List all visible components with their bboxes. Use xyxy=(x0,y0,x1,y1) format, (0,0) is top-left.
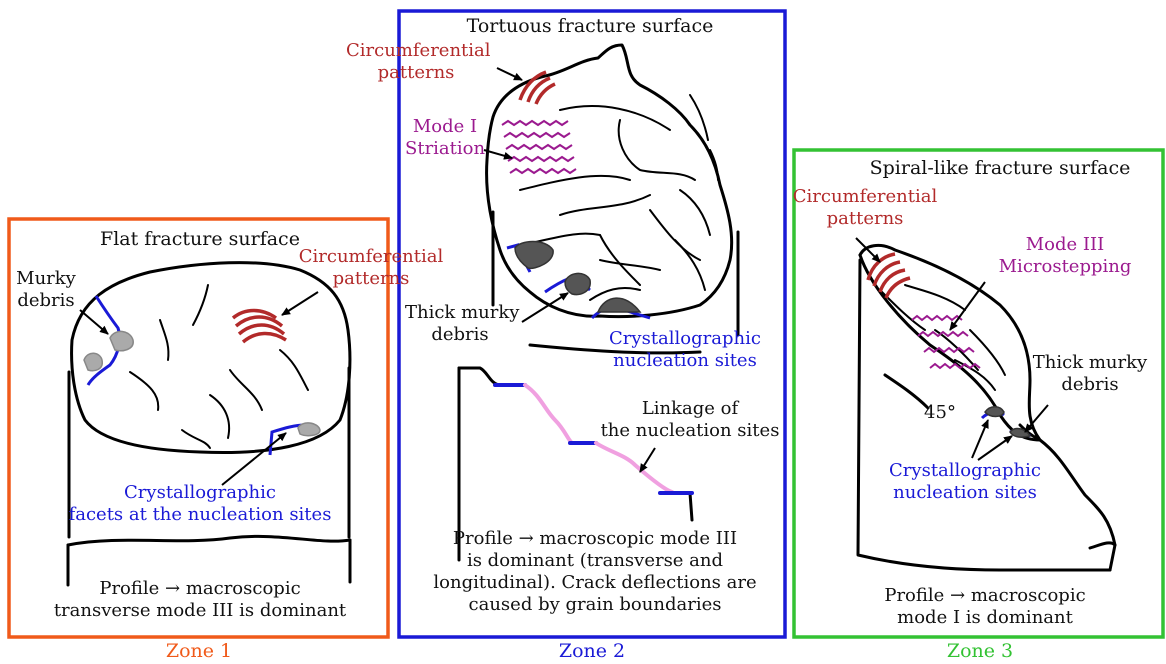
zone3-cracks xyxy=(880,285,1005,390)
zone3-cryst-arrow-2 xyxy=(978,436,1012,460)
zone1-murky-arrow xyxy=(80,310,108,334)
zone2-thick-arrow xyxy=(522,293,568,322)
zone1-cracks xyxy=(130,285,308,448)
zone1-debris-2 xyxy=(84,353,102,370)
zone3-label: Zone 3 xyxy=(880,640,1080,662)
zone2-circ-arrow xyxy=(497,68,522,80)
zone3-mode-arrow xyxy=(950,282,985,330)
zone3-circ-arrow xyxy=(856,238,880,262)
zone2-debris-1 xyxy=(515,242,553,269)
zone2-debris-3 xyxy=(598,298,640,312)
zone1-debris-3 xyxy=(298,423,320,436)
zone2-linkage-arrow xyxy=(640,448,655,472)
zone3-specimen xyxy=(858,245,1115,570)
zone3-angle-label: 45° xyxy=(920,402,960,424)
zone2-striation xyxy=(502,121,576,173)
zone2-label: Zone 2 xyxy=(492,640,692,662)
zone1-facet-arrow xyxy=(222,433,286,485)
zone1-circ-arcs xyxy=(233,311,286,343)
zone1-label: Zone 1 xyxy=(99,640,299,662)
zone1-debris-1 xyxy=(110,331,133,350)
zone3-debris-1 xyxy=(985,407,1004,417)
zone3-title: Spiral-like fracture surface xyxy=(855,157,1145,179)
zone2-title: Tortuous fracture surface xyxy=(440,15,740,37)
zone2-debris-2 xyxy=(565,273,590,294)
zone3-circ-arcs xyxy=(868,254,910,298)
zone2-circ-arcs xyxy=(520,72,555,104)
zone3-cryst-arrow-1 xyxy=(972,420,988,458)
zone1-circ-arrow xyxy=(282,292,318,315)
